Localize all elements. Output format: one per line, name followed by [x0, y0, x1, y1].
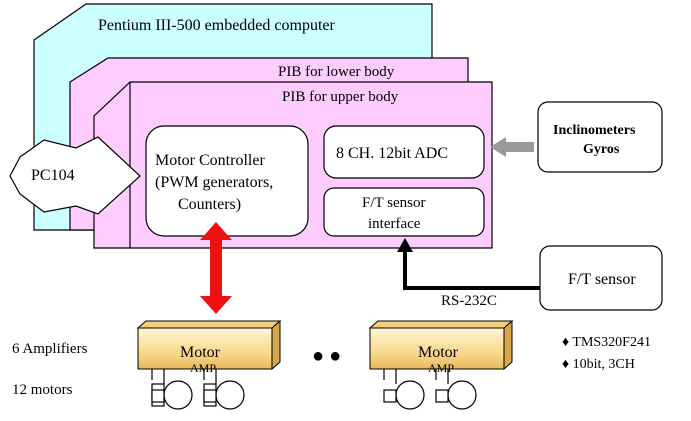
motor-icon: [447, 380, 477, 410]
adc-block: 8 CH. 12bit ADC: [323, 125, 485, 179]
motor-controller-line2: (PWM generators,: [155, 174, 273, 191]
motor-controller-line1: Motor Controller: [155, 152, 265, 169]
pib-upper-label: PIB for upper body: [282, 89, 399, 105]
motor-controller-block: Motor Controller (PWM generators, Counte…: [145, 125, 309, 237]
ft-sensor-label: F/T sensor: [568, 271, 636, 288]
gyros-label: Gyros: [583, 142, 620, 157]
sensor-to-adc-arrow: [490, 137, 534, 157]
motor-controller-line3: Counters): [178, 196, 241, 213]
ellipsis: ● ●: [312, 345, 341, 367]
motor-amp-sublabel-1: AMP: [190, 361, 216, 375]
controller-amp-arrow: [200, 222, 232, 314]
ft-sensor-block: F/T sensor: [539, 245, 663, 311]
motor-icon: [395, 380, 425, 410]
motor-wiring-2: [383, 369, 449, 384]
dsp-spec-2: ♦ 10bit, 3CH: [562, 357, 635, 372]
ft-interface-block: F/T sensor interface: [323, 187, 485, 237]
pib-lower-label: PIB for lower body: [278, 64, 395, 80]
motor-amp-unit-2: Motor AMP: [368, 319, 514, 410]
embedded-computer-label: Pentium III-500 embedded computer: [98, 17, 335, 34]
pc104-arrow-shape: [9, 136, 141, 215]
inclinometers-gyros-block: Inclinometers Gyros: [537, 101, 663, 173]
motor-icon: [163, 380, 193, 410]
ft-interface-line2: interface: [368, 216, 421, 232]
ft-interface-line1: F/T sensor: [362, 195, 425, 211]
pc104-label: PC104: [31, 167, 75, 184]
motor-amp-unit-1: Motor AMP: [136, 319, 282, 410]
motor-amp-sublabel-2: AMP: [428, 361, 454, 375]
inclinometers-label: Inclinometers: [553, 123, 636, 138]
amplifiers-label: 6 Amplifiers: [12, 341, 88, 357]
motor-amp-label-1: Motor: [180, 344, 221, 361]
rs232-cable: RS-232C: [397, 238, 540, 309]
pc104-bus-arrow: PC104: [9, 136, 141, 215]
motors-label: 12 motors: [12, 382, 73, 398]
dsp-spec-1: ♦ TMS320F241: [562, 335, 651, 350]
rs232-label: RS-232C: [441, 293, 497, 309]
motor-icon: [215, 380, 245, 410]
motor-amp-label-2: Motor: [418, 344, 459, 361]
adc-label: 8 CH. 12bit ADC: [336, 145, 448, 162]
